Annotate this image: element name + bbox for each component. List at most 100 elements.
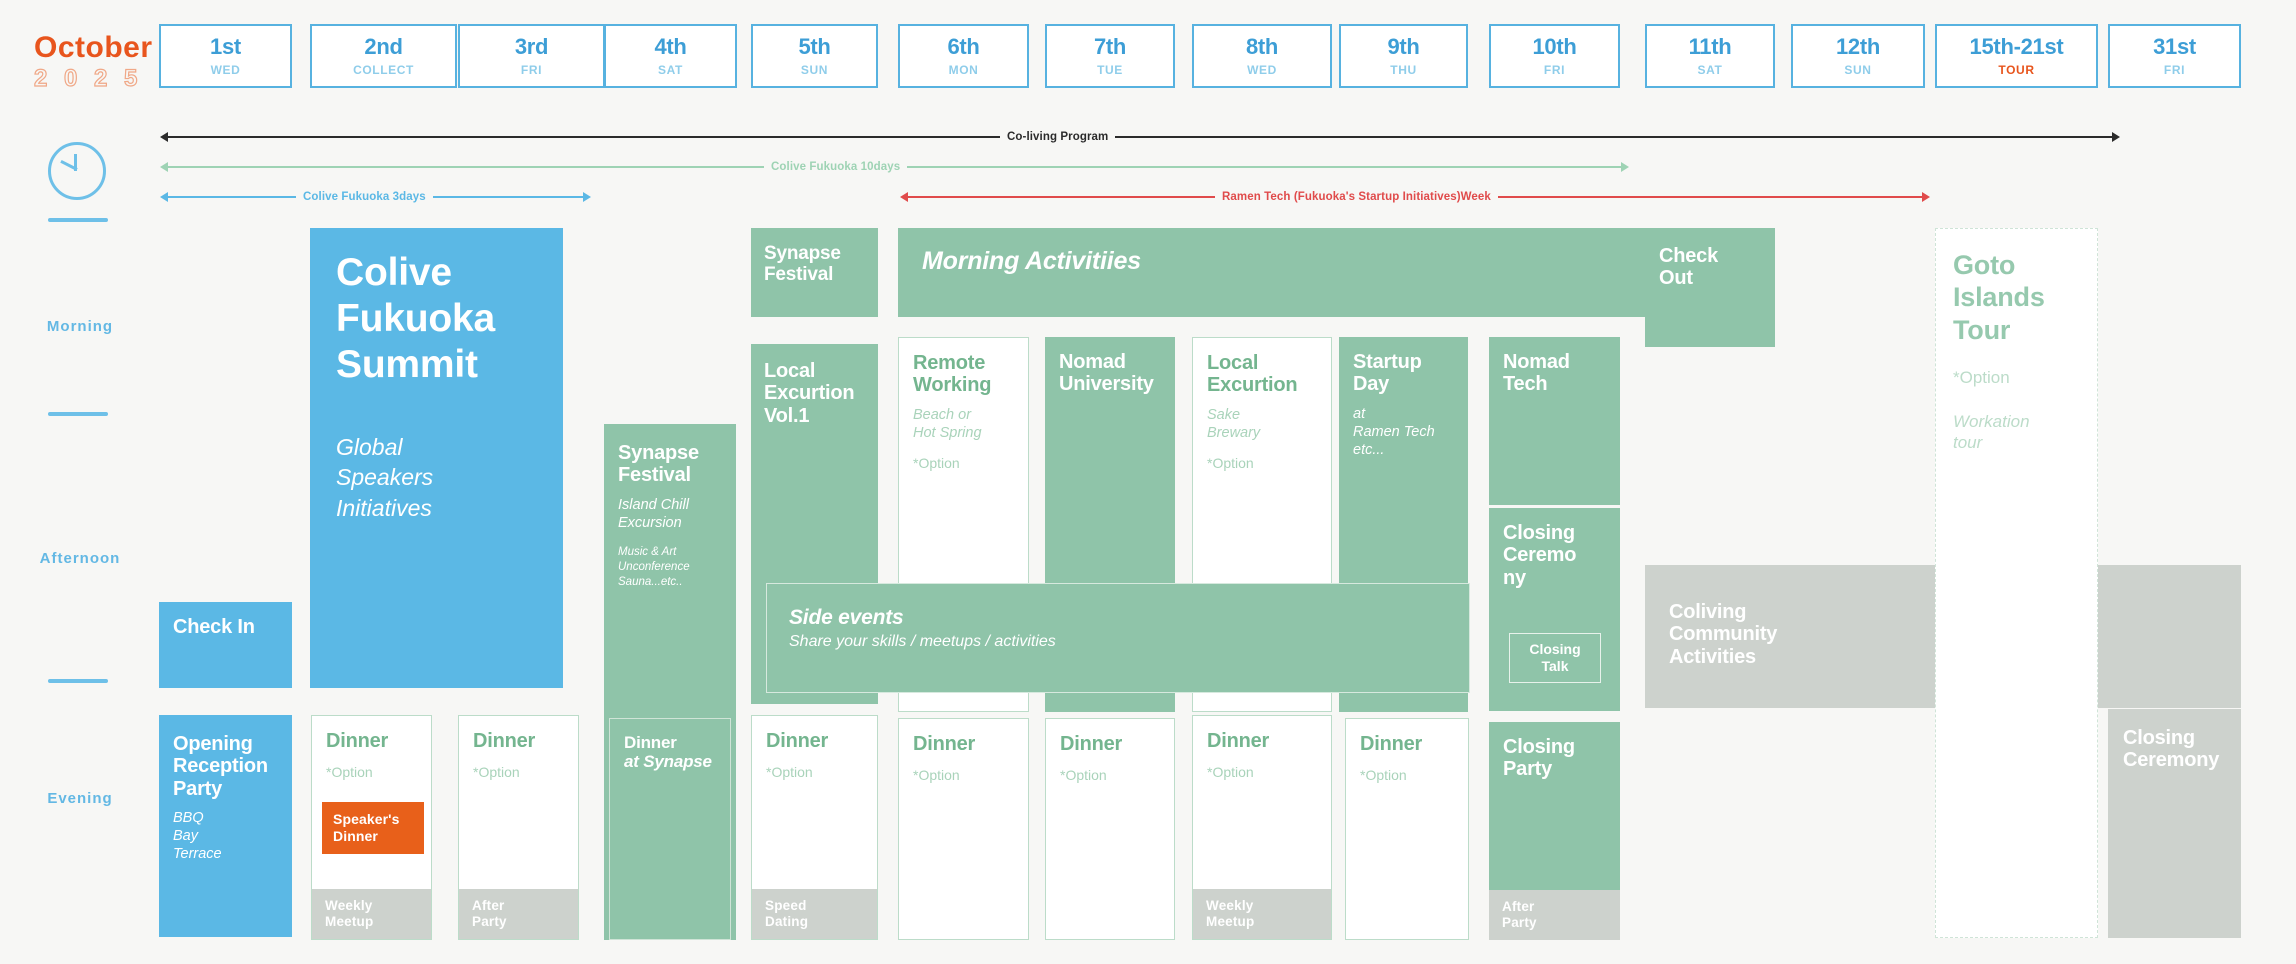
- day-number: 4th: [654, 34, 687, 60]
- arrow-line: [432, 195, 583, 199]
- arrow-line: [168, 135, 1000, 139]
- banner-title: Morning Activitiies: [922, 247, 1141, 275]
- banner-subtitle: Share your skills / meetups / activities: [789, 633, 1056, 650]
- arrow-head-left: [160, 192, 168, 202]
- day-number: 5th: [798, 34, 831, 60]
- block-option: *Option: [1207, 454, 1254, 471]
- clock-icon: [48, 142, 106, 200]
- block-title: Dinner: [1207, 730, 1270, 752]
- day-weekday: MON: [948, 62, 979, 77]
- block-dinner-day6[interactable]: Dinner *Option: [898, 718, 1029, 940]
- day-weekday: SAT: [1697, 62, 1723, 77]
- day-weekday: FRI: [2163, 62, 2186, 77]
- timeline-arrow-1: Colive Fukuoka 10days: [160, 158, 1630, 176]
- arrow-head-left: [900, 192, 908, 202]
- day-number: 8th: [1245, 34, 1279, 60]
- day-number: 1st: [210, 34, 241, 60]
- day-number: 15th-21st: [1969, 34, 2064, 60]
- day-number: 3rd: [514, 34, 549, 60]
- block-option: *Option: [913, 767, 960, 784]
- rail-divider-2: [48, 412, 108, 416]
- block-option: *Option: [1060, 767, 1107, 784]
- arrow-head-right: [1921, 192, 1930, 202]
- block-option: *Option: [1207, 764, 1254, 781]
- arrow-line: [168, 195, 296, 199]
- block-dinner-day9[interactable]: Dinner *Option: [1345, 718, 1469, 940]
- block-title: Dinner: [1060, 733, 1123, 755]
- day-number: 31st: [2153, 34, 2196, 60]
- rail-divider-1: [48, 218, 108, 222]
- day-weekday: WED: [1247, 62, 1277, 77]
- arrow-line: [908, 195, 1215, 199]
- day-number: 11th: [1688, 34, 1732, 60]
- arrow-head-left: [160, 132, 168, 142]
- arrow-head-right: [2112, 132, 2121, 142]
- arrow-line: [907, 166, 1622, 168]
- timeline-arrow-2: Colive Fukuoka 3days: [160, 188, 591, 206]
- day-number: 2nd: [364, 34, 403, 60]
- timeline-arrow-3: Ramen Tech (Fukuoka's Startup Initiative…: [900, 188, 1930, 206]
- day-number: 7th: [1093, 34, 1127, 60]
- block-title: Dinner: [624, 733, 677, 752]
- timeline-label: Co-living Program: [1007, 131, 1109, 143]
- block-dinner-day7[interactable]: Dinner *Option: [1045, 718, 1175, 940]
- rail-divider-3: [48, 679, 108, 683]
- banner-side-events: Side events Share your skills / meetups …: [766, 583, 1470, 693]
- block-title: Check In: [173, 616, 255, 638]
- block-check-in[interactable]: Check In: [159, 602, 292, 688]
- block-dinner-at-synapse[interactable]: Dinner at Synapse: [609, 718, 731, 940]
- arrow-line: [1497, 195, 1922, 199]
- rail-label-evening: Evening: [47, 790, 113, 807]
- arrow-head-right: [582, 192, 591, 202]
- day-weekday: SAT: [658, 62, 683, 77]
- day-weekday: THU: [1390, 62, 1417, 77]
- arrow-line: [1115, 135, 2113, 139]
- day-weekday: WED: [210, 62, 241, 77]
- month-block: October 2 0 2 5: [33, 32, 174, 94]
